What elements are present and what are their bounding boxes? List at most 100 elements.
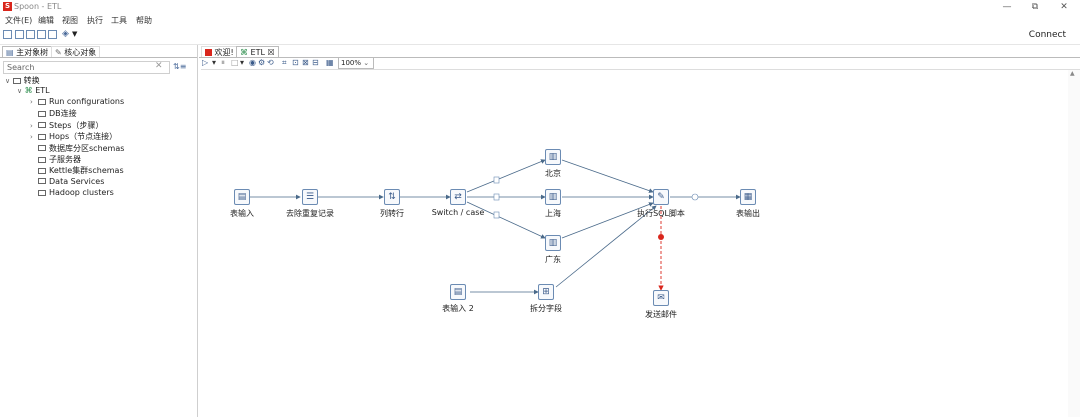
menu-view[interactable]: 视图 — [62, 16, 78, 25]
tree-item-label: 子服务器 — [49, 155, 81, 164]
hop-beijing-sql[interactable] — [561, 159, 654, 193]
menu-help[interactable]: 帮助 — [136, 16, 152, 25]
restore-button[interactable]: ⧉ — [1031, 2, 1039, 12]
folder-icon — [38, 156, 46, 163]
new-file-icon[interactable] — [3, 30, 12, 39]
tree-item-label: Hadoop clusters — [49, 188, 114, 198]
stop-dropdown-icon[interactable]: ▾ — [240, 58, 245, 67]
welcome-icon — [205, 49, 212, 56]
hop-split-sql[interactable] — [555, 205, 657, 288]
exec-sql-step[interactable]: ✎ — [653, 189, 669, 205]
hop-switch-beijing[interactable] — [466, 159, 546, 193]
impact-icon[interactable]: ⊡ — [292, 58, 299, 67]
guangdong-step[interactable]: ▥ — [545, 235, 561, 251]
minimize-button[interactable]: — — [1002, 2, 1012, 12]
tree-item[interactable]: 子服务器 — [30, 154, 81, 165]
tree-item[interactable]: DB连接 — [30, 108, 77, 119]
switch-case-step-label: Switch / case — [431, 208, 485, 217]
tree-item[interactable]: Hadoop clusters — [30, 188, 114, 197]
pause-icon[interactable]: ⏸ — [221, 58, 225, 67]
menu-tools[interactable]: 工具 — [111, 16, 127, 25]
chevron-down-icon[interactable]: ∨ — [17, 87, 23, 95]
chevron-right-icon[interactable]: › — [30, 98, 33, 106]
menu-run[interactable]: 执行 — [87, 16, 103, 25]
perspective-dropdown-icon[interactable]: ▼ — [72, 30, 78, 38]
connect-button[interactable]: Connect — [1028, 30, 1066, 40]
tab-etl[interactable]: ⌘ ETL ☒ — [236, 46, 279, 58]
dedup-step[interactable]: ☰ — [302, 189, 318, 205]
chevron-right-icon[interactable]: › — [30, 121, 33, 130]
chevron-down-icon: ⌄ — [363, 59, 370, 67]
preview-icon[interactable]: ◉ — [249, 58, 256, 67]
save-as-icon[interactable] — [48, 30, 57, 39]
table-input2-step-label: 表输入 2 — [442, 304, 474, 313]
run-icon[interactable]: ▷ — [202, 58, 209, 67]
tree-item-label: Run configurations — [49, 97, 125, 106]
explore-repository-icon[interactable] — [26, 30, 35, 39]
table-input-step[interactable]: ▤ — [234, 189, 250, 205]
zoom-select[interactable]: 100% ⌄ — [338, 57, 374, 69]
folder-icon — [38, 145, 46, 152]
chevron-right-icon[interactable]: › — [30, 133, 33, 142]
tab-core-objects[interactable]: ✎ 核心对象 — [51, 46, 101, 58]
run-dropdown-icon[interactable]: ▾ — [212, 58, 217, 67]
save-icon[interactable] — [37, 30, 46, 39]
split-field-step-label: 拆分字段 — [530, 304, 562, 313]
switch-case-step[interactable]: ⇄ — [450, 189, 466, 205]
expand-collapse-icon[interactable]: ⇅≡ — [173, 62, 187, 71]
tree-item[interactable]: Kettle集群schemas — [30, 165, 124, 176]
hop-switch-guangdong[interactable] — [466, 201, 546, 239]
tree-item[interactable]: Data Services — [30, 177, 104, 186]
debug-icon[interactable]: ⚙ — [258, 58, 266, 67]
scroll-up-icon[interactable]: ▲ — [1070, 70, 1075, 77]
explore-db-icon[interactable]: ⊟ — [312, 58, 319, 67]
dedup-step-label: 去除重复记录 — [286, 209, 334, 218]
beijing-step-label: 北京 — [545, 169, 561, 178]
stop-icon[interactable]: □ — [231, 58, 239, 67]
pencil-icon: ✎ — [55, 48, 62, 57]
tree-root-row[interactable]: ∨ 转换 — [5, 75, 40, 86]
table-input2-step[interactable]: ▤ — [450, 284, 466, 300]
tree-item[interactable]: ›Hops（节点连接） — [30, 131, 117, 142]
beijing-step[interactable]: ▥ — [545, 149, 561, 165]
tree-transformation-row[interactable]: ∨ ⌘ ETL — [17, 86, 50, 95]
main-toolbar — [0, 27, 1080, 45]
open-file-icon[interactable] — [15, 30, 24, 39]
close-button[interactable]: ✕ — [1060, 2, 1068, 12]
clear-search-icon[interactable]: ✕ — [155, 61, 163, 71]
menu-edit[interactable]: 编辑 — [38, 16, 54, 25]
perspective-layers-icon[interactable]: ◈ — [62, 29, 69, 39]
tree-item-label: DB连接 — [49, 109, 77, 119]
editor-panel — [199, 45, 1080, 417]
replay-icon[interactable]: ⟲ — [267, 58, 274, 67]
tree-item[interactable]: › Run configurations — [30, 97, 124, 106]
tree-item[interactable]: › Steps（步骤） — [30, 120, 103, 131]
tab-main-tree[interactable]: ▤ 主对象树 — [2, 46, 53, 58]
tab-core-objects-label: 核心对象 — [64, 48, 97, 57]
guangdong-step-label: 广东 — [545, 255, 561, 264]
search-input[interactable]: Search — [3, 61, 170, 74]
send-mail-step[interactable]: ✉ — [653, 290, 669, 306]
vertical-scrollbar[interactable] — [1068, 70, 1080, 417]
row-to-col-step[interactable]: ⇅ — [384, 189, 400, 205]
row-to-col-step-label: 列转行 — [380, 209, 404, 218]
tab-divider — [0, 57, 197, 58]
folder-icon — [38, 189, 46, 196]
split-field-step[interactable]: ⊞ — [538, 284, 554, 300]
shanghai-step[interactable]: ▥ — [545, 189, 561, 205]
tree-item[interactable]: 数据库分区schemas — [30, 143, 124, 154]
transformation-icon: ⌘ — [240, 48, 248, 57]
folder-icon — [38, 110, 46, 117]
folder-icon — [38, 167, 46, 174]
sql-icon[interactable]: ⊠ — [302, 58, 309, 67]
show-results-icon[interactable]: ▦ — [326, 58, 334, 67]
chevron-down-icon[interactable]: ∨ — [5, 77, 11, 85]
hop-guangdong-sql[interactable] — [561, 202, 654, 239]
tree-item-label: Steps（步骤） — [49, 120, 104, 130]
verify-icon[interactable]: ⌗ — [282, 58, 287, 67]
table-output-step[interactable]: ▦ — [740, 189, 756, 205]
tab-etl-label: ETL ☒ — [250, 48, 275, 57]
menu-file[interactable]: 文件(E) — [5, 16, 33, 25]
window-title: Spoon - ETL — [14, 2, 62, 11]
